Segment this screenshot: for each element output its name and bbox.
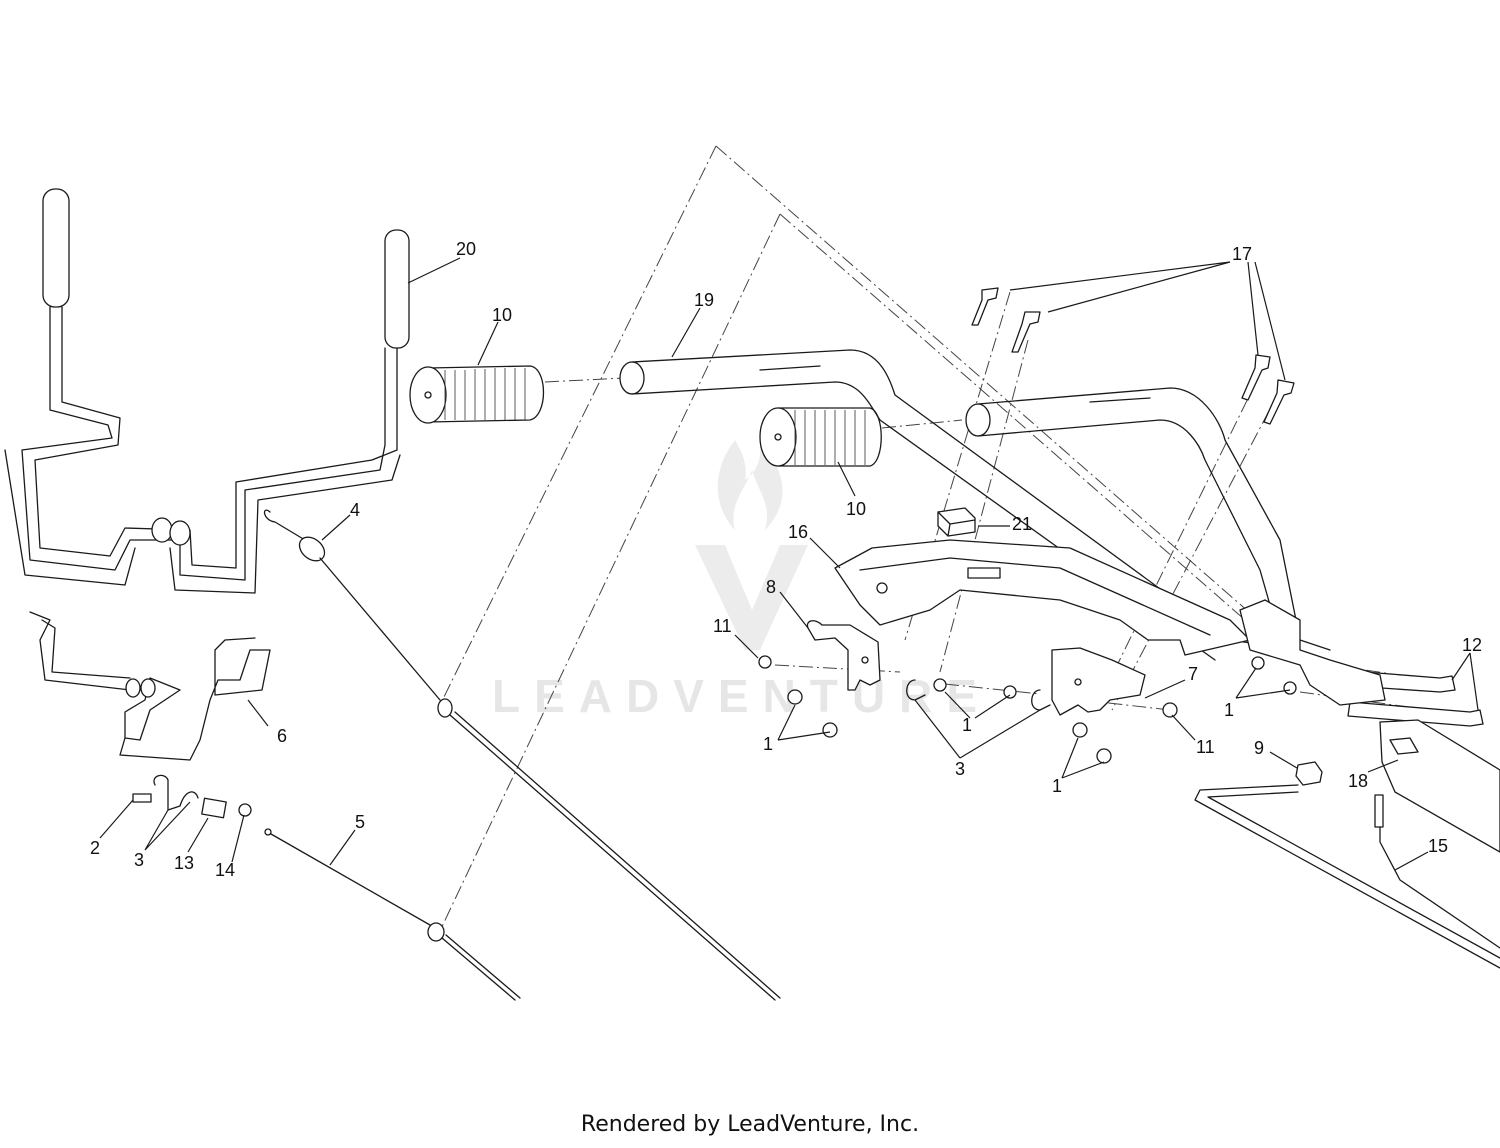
- console-16: [834, 539, 1251, 656]
- callout-1-b: 1: [962, 715, 972, 735]
- bracket-7: [1051, 647, 1146, 716]
- left-handle-grip: [42, 188, 70, 308]
- footer-credit: Rendered by LeadVenture, Inc.: [580, 1112, 920, 1137]
- callout-2: 2: [90, 838, 100, 858]
- leader-lines: [99, 257, 1479, 871]
- left-handle-bar: [21, 306, 386, 581]
- lower-left-hardware: [132, 774, 252, 819]
- grip-right: [759, 407, 882, 467]
- block-13: [201, 797, 227, 819]
- callout-3-left: 3: [134, 850, 144, 870]
- callout-1-d: 1: [1224, 700, 1234, 720]
- handlebar-frame: [619, 349, 1331, 661]
- clip-3: [153, 774, 199, 811]
- v-logo-icon: [695, 545, 808, 650]
- bolts-17: [971, 287, 1295, 425]
- callout-6: 6: [277, 726, 287, 746]
- callout-16: 16: [788, 522, 808, 542]
- watermark-text: LEADVENTURE: [492, 670, 991, 722]
- nut-14: [238, 803, 252, 817]
- switch-21: [937, 507, 976, 537]
- bolt-2: [132, 793, 152, 803]
- callout-9: 9: [1254, 738, 1264, 758]
- assembly-lines: [437, 145, 1431, 936]
- bracket-8: [806, 620, 881, 691]
- callout-5: 5: [355, 812, 365, 832]
- callout-12: 12: [1462, 635, 1482, 655]
- callout-11-right: 11: [1196, 737, 1215, 757]
- callout-21: 21: [1012, 514, 1032, 534]
- callout-11-left: 11: [713, 616, 732, 636]
- control-lever: [29, 611, 271, 761]
- grip-left: [409, 365, 545, 424]
- callout-17: 17: [1232, 244, 1252, 264]
- callout-19: 19: [694, 290, 714, 310]
- right-handle-grip: [384, 229, 410, 349]
- callout-15: 15: [1428, 836, 1448, 856]
- fasteners: [758, 655, 1297, 764]
- callout-8: 8: [766, 577, 776, 597]
- right-frame-bracket: [1239, 599, 1386, 706]
- plate-18: [1379, 719, 1500, 853]
- control-handle-assembly: [4, 188, 410, 594]
- callout-labels: 20 10 19 17 4 10 21 16 8 11 12 1 1 1 3 7…: [90, 239, 1482, 880]
- connector-15: [1374, 794, 1384, 828]
- wire-harness: [1194, 761, 1500, 969]
- callout-13: 13: [174, 853, 194, 873]
- callout-10-left: 10: [492, 305, 512, 325]
- callout-18: 18: [1348, 771, 1368, 791]
- flame-logo-icon: [717, 440, 783, 530]
- callout-20: 20: [456, 239, 476, 259]
- callout-7: 7: [1188, 664, 1198, 684]
- callout-1-a: 1: [763, 734, 773, 754]
- watermark: LEADVENTURE: [492, 440, 991, 722]
- callout-10-right: 10: [846, 499, 866, 519]
- callout-14: 14: [215, 860, 235, 880]
- callout-3-center: 3: [955, 759, 965, 779]
- cables: [263, 509, 781, 1001]
- callout-4: 4: [350, 500, 360, 520]
- callout-1-c: 1: [1052, 776, 1062, 796]
